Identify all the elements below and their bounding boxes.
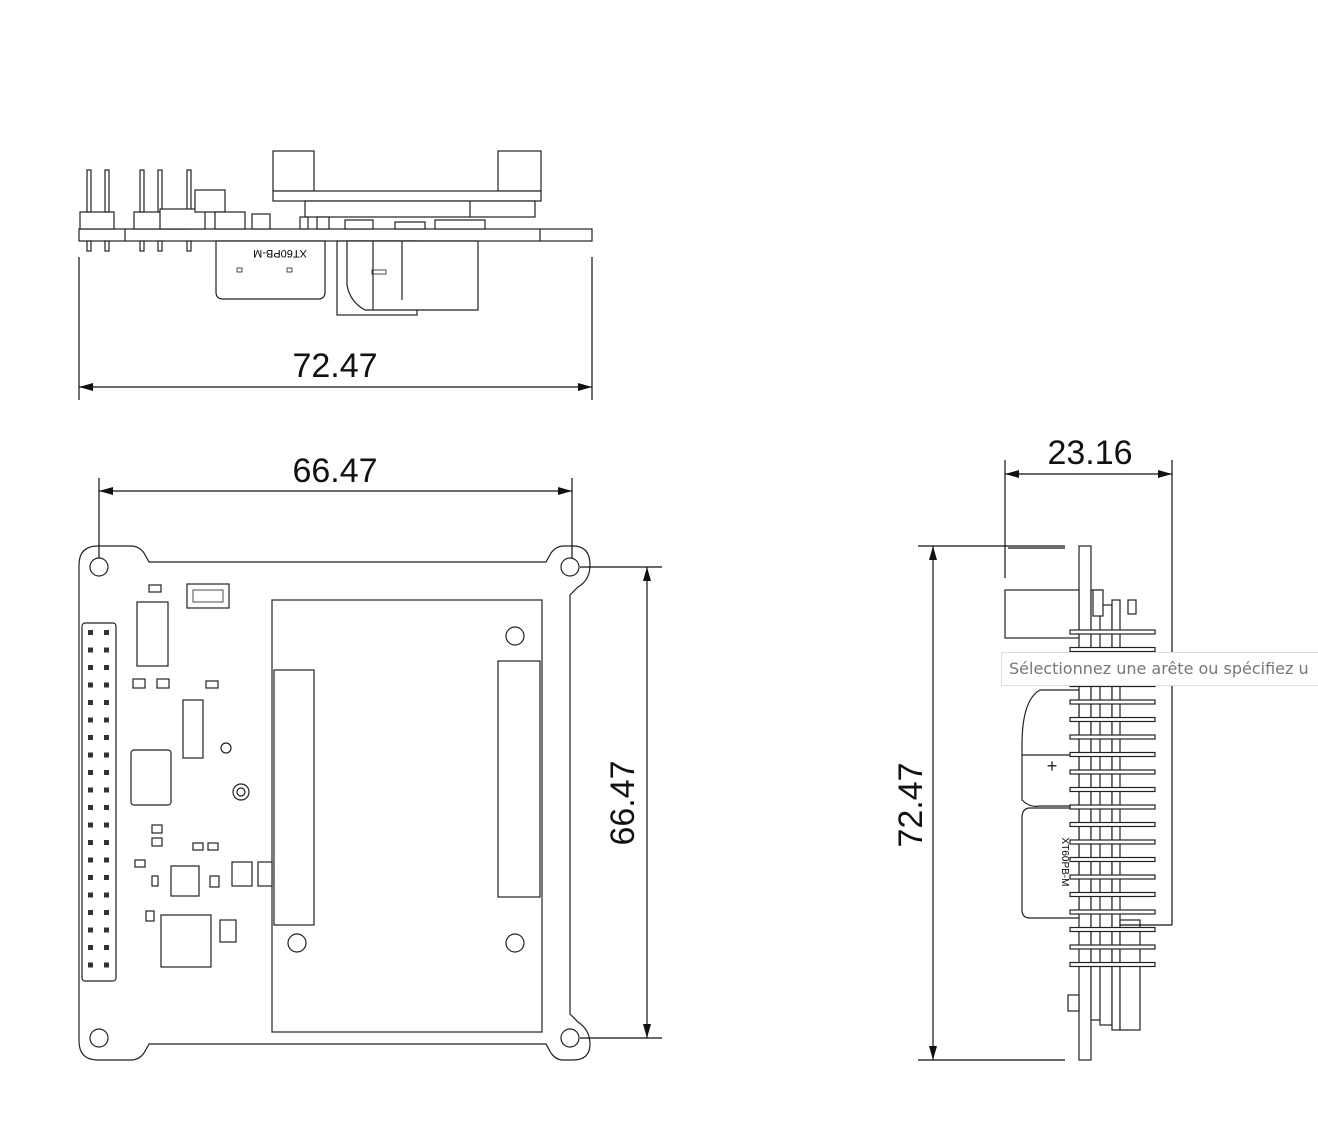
command-prompt-tooltip: Sélectionnez une arête ou spécifiez u [1001, 652, 1318, 686]
gpio-pin [104, 735, 109, 740]
pin-header-left [79, 169, 115, 252]
gpio-pin [88, 910, 93, 915]
gpio-pin [104, 840, 109, 845]
gpio-header [81, 622, 117, 982]
dimension-label: 66.47 [604, 760, 642, 845]
gpio-pin [104, 717, 109, 723]
front-view: 66.47 66.47 [78, 452, 662, 1061]
gpio-pin [88, 875, 93, 880]
dimension-label: 66.47 [292, 452, 377, 490]
dimension-front-height: 66.47 [580, 566, 662, 1039]
gpio-pin [88, 647, 93, 653]
side-pin [1069, 821, 1156, 828]
gpio-pin [104, 805, 109, 810]
gpio-pin [88, 682, 93, 688]
side-pin [1069, 751, 1156, 758]
gpio-pin [104, 682, 109, 688]
gpio-pin [104, 787, 109, 793]
gpio-pin [88, 735, 93, 740]
gpio-pin [88, 630, 93, 635]
gpio-pin [88, 700, 93, 705]
side-pin [1069, 856, 1156, 863]
connector-marking: XT60PB-M [253, 247, 307, 259]
gpio-pin [104, 822, 109, 828]
side-pin [1069, 944, 1156, 950]
plus-marking: + [1047, 756, 1058, 776]
side-pin [1069, 716, 1156, 723]
gpio-pin [88, 752, 93, 758]
gpio-pin [104, 945, 109, 950]
dimension-top-width: 72.47 [78, 257, 593, 400]
pin-header-middle [133, 169, 271, 252]
gpio-pin [88, 787, 93, 793]
dimension-side-height: 72.47 [892, 545, 1065, 1061]
gpio-pin [88, 927, 93, 933]
side-pin [1069, 839, 1156, 845]
gpio-pin [104, 927, 109, 933]
gpio-pin [88, 840, 93, 845]
dimension-label: 72.47 [292, 347, 377, 385]
gpio-pin [88, 665, 93, 670]
gpio-pin [104, 892, 109, 898]
side-pin [1069, 699, 1156, 705]
side-pin [1069, 961, 1156, 968]
gpio-pin [88, 857, 93, 863]
gpio-pin [104, 700, 109, 705]
xt60-connector-top: XT60PB-M [215, 240, 326, 300]
gpio-pin [104, 770, 109, 775]
gpio-pin [88, 770, 93, 775]
side-view: + XT60PB-M 23.16 72.47 [892, 434, 1173, 1061]
side-pin [1069, 646, 1156, 653]
gpio-pin [88, 962, 93, 968]
gpio-pin [104, 665, 109, 670]
gpio-pin [104, 910, 109, 915]
side-pin [1069, 926, 1156, 933]
side-pin [1069, 909, 1156, 915]
gpio-pin [104, 630, 109, 635]
gpio-pin [88, 822, 93, 828]
side-pin [1069, 804, 1156, 810]
dimension-side-depth: 23.16 [1004, 434, 1173, 926]
top-view: XT60PB-M 72.47 [78, 150, 593, 400]
dimension-front-width: 66.47 [98, 452, 573, 558]
gpio-pin [104, 875, 109, 880]
gpio-pin [104, 962, 109, 968]
lower-components-top [336, 240, 479, 316]
side-pin [1069, 786, 1156, 793]
dimension-label: 23.16 [1047, 434, 1132, 472]
side-pin [1069, 891, 1156, 898]
gpio-pin [104, 857, 109, 863]
gpio-pin [88, 805, 93, 810]
gpio-pin [88, 945, 93, 950]
gpio-pin [104, 752, 109, 758]
daughter-board-top [272, 150, 542, 230]
gpio-pin [104, 647, 109, 653]
connector-marking-side: XT60PB-M [1059, 838, 1070, 887]
side-pin [1069, 769, 1156, 775]
side-pin [1069, 629, 1156, 635]
side-pin [1069, 734, 1156, 740]
gpio-pin [88, 892, 93, 898]
dimension-label: 72.47 [892, 762, 930, 847]
daughter-board [271, 599, 543, 1033]
gpio-pin [88, 717, 93, 723]
side-pin [1069, 874, 1156, 880]
board-components [130, 583, 273, 968]
